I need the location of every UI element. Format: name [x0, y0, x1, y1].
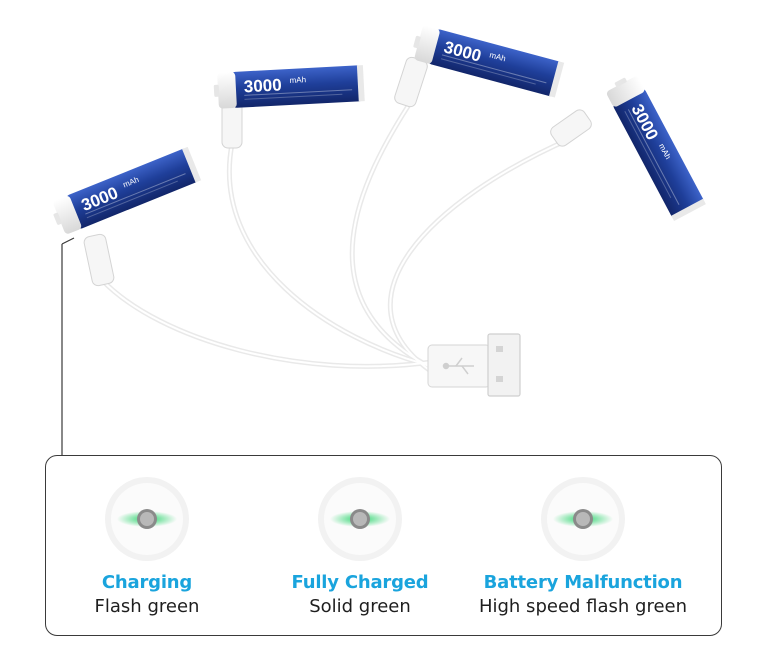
usb-symbol-icon — [442, 357, 474, 375]
battery: 3000 mAh — [212, 64, 366, 110]
svg-text:mAh: mAh — [289, 75, 306, 85]
status-description: Solid green — [309, 596, 411, 617]
led-indicator-icon — [105, 477, 189, 561]
battery: 3000 mAh — [603, 71, 707, 222]
indicator-charging: Charging Flash green — [37, 476, 257, 617]
battery: 3000 mAh — [409, 23, 565, 99]
led-indicator-icon — [541, 477, 625, 561]
usb-cable — [99, 97, 575, 375]
svg-text:3000: 3000 — [243, 75, 282, 96]
indicator-legend-panel: Charging Flash green Fully Charged Solid… — [45, 455, 722, 636]
status-title: Charging — [101, 572, 193, 593]
battery: 3000 mAh — [48, 146, 202, 237]
indicator-fully-charged: Fully Charged Solid green — [250, 476, 470, 617]
indicator-battery-malfunction: Battery Malfunction High speed flash gre… — [473, 476, 693, 617]
status-title: Fully Charged — [291, 572, 429, 593]
status-description: High speed flash green — [478, 596, 688, 617]
svg-text:mAh: mAh — [489, 50, 507, 63]
led-indicator-icon — [318, 477, 402, 561]
status-title: Battery Malfunction — [483, 572, 683, 593]
indicator-pointer-line — [61, 237, 75, 456]
usb-a-plug — [427, 333, 521, 397]
status-description: Flash green — [94, 596, 200, 617]
